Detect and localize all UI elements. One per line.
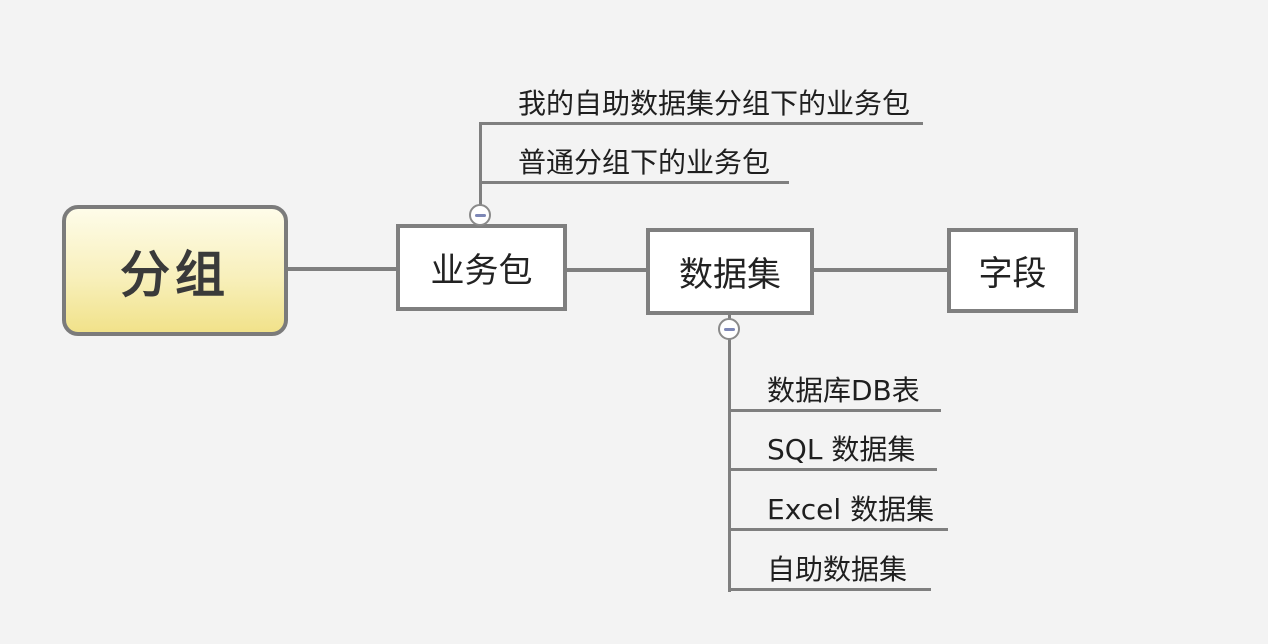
connector-dataset-to-field	[812, 268, 949, 272]
node-label: 字段	[978, 254, 1047, 294]
branch-line-business-package-children	[479, 123, 482, 227]
connector-business-package-to-dataset	[564, 268, 648, 272]
branch-node-my-selfservice-group-package[interactable]: 我的自助数据集分组下的业务包	[479, 84, 923, 125]
branch-node-normal-group-package[interactable]: 普通分组下的业务包	[479, 143, 789, 184]
minus-icon	[474, 213, 486, 217]
collapse-toggle-dataset-branch[interactable]	[718, 318, 740, 340]
collapse-toggle-business-package-branch[interactable]	[469, 204, 491, 226]
branch-node-label: 数据库DB表	[767, 374, 920, 407]
root-node-label: 分组	[120, 245, 230, 304]
node-label: 数据集	[679, 255, 781, 295]
minus-icon	[723, 327, 735, 331]
node-field[interactable]: 字段	[947, 228, 1078, 313]
branch-node-selfservice-dataset[interactable]: 自助数据集	[728, 550, 931, 591]
branch-line-dataset-children	[728, 312, 731, 592]
branch-node-sql-dataset[interactable]: SQL 数据集	[728, 430, 937, 471]
branch-node-label: 自助数据集	[767, 553, 908, 586]
branch-node-label: SQL 数据集	[767, 433, 916, 466]
branch-node-label: 普通分组下的业务包	[518, 146, 771, 179]
connector-root-to-business-package	[286, 267, 400, 271]
branch-node-label: 我的自助数据集分组下的业务包	[518, 87, 911, 120]
branch-node-database-db-table[interactable]: 数据库DB表	[728, 371, 941, 412]
node-dataset[interactable]: 数据集	[646, 228, 814, 315]
node-business-package[interactable]: 业务包	[396, 224, 567, 311]
branch-node-excel-dataset[interactable]: Excel 数据集	[728, 490, 948, 531]
node-label: 业务包	[430, 251, 533, 291]
branch-node-label: Excel 数据集	[767, 493, 935, 526]
root-node-group[interactable]: 分组	[62, 205, 288, 336]
